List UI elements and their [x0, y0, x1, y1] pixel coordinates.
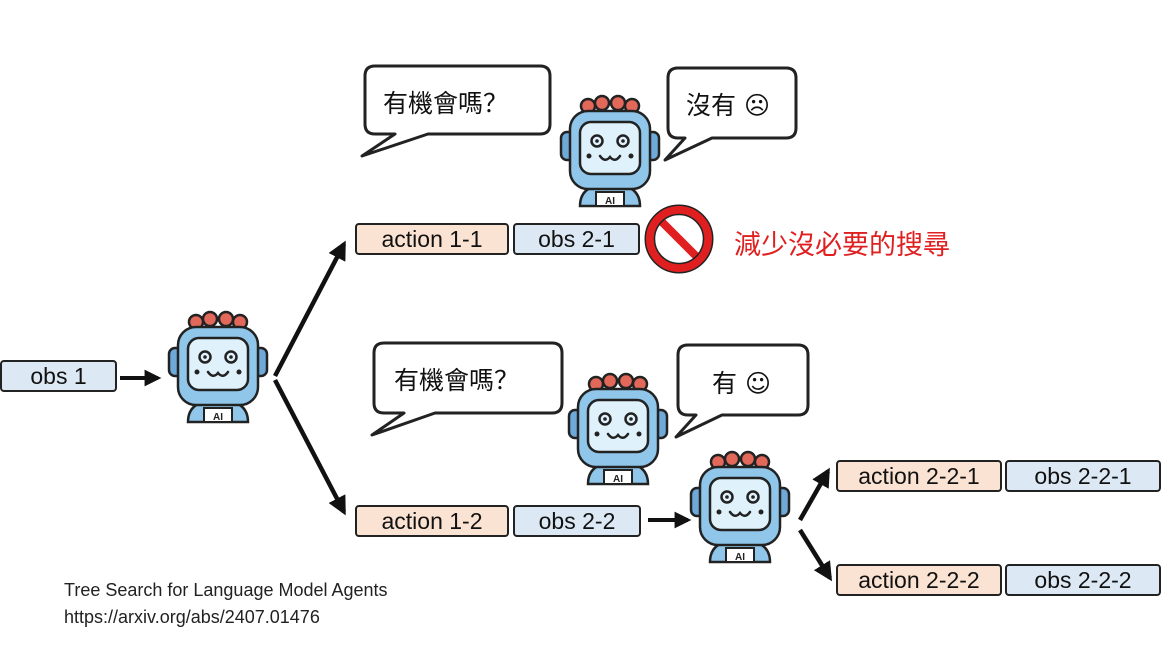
node-action-1-1: action 1-1 — [355, 223, 509, 255]
speech-bubble-bottom-answer — [674, 343, 810, 439]
bubble-text-bottom-answer: 有 ☺ — [712, 369, 772, 398]
robot-icon: AI — [167, 310, 269, 424]
bubble-text-bottom-question: 有機會嗎？ — [394, 366, 520, 395]
node-action-1-2: action 1-2 — [355, 505, 509, 537]
robot-badge: AI — [613, 474, 623, 485]
robot-badge: AI — [605, 196, 615, 207]
arrow-to-action-2-2-2 — [798, 528, 833, 582]
robot-icon: AI — [559, 94, 661, 208]
node-obs-2-2-1: obs 2-2-1 — [1005, 460, 1161, 492]
robot-badge: AI — [735, 552, 745, 563]
speech-bubble-top-answer — [663, 66, 798, 162]
robot-icon: AI — [689, 450, 791, 564]
arrows — [120, 240, 833, 582]
reference-url[interactable]: https://arxiv.org/abs/2407.01476 — [64, 607, 320, 627]
reference-title: Tree Search for Language Model Agents — [64, 580, 388, 600]
bubble-text-top-answer: 沒有 ☹ — [686, 91, 771, 120]
node-obs-1: obs 1 — [0, 360, 117, 392]
arrow-to-action-2-2-1 — [798, 467, 830, 522]
speech-bubble-top-question — [360, 64, 552, 158]
node-action-2-2-1: action 2-2-1 — [836, 460, 1002, 492]
speech-bubble-bottom-question — [370, 341, 564, 437]
node-obs-2-2: obs 2-2 — [513, 505, 641, 537]
node-action-2-2-2: action 2-2-2 — [836, 564, 1002, 596]
bubble-text-top-question: 有機會嗎？ — [383, 89, 509, 118]
prohibited-icon — [644, 204, 714, 274]
robot-badge: AI — [213, 412, 223, 423]
arrow-to-action-1-2 — [273, 378, 346, 516]
annotation-reduce-search: 減少沒必要的搜尋 — [734, 230, 950, 261]
node-obs-2-2-2: obs 2-2-2 — [1005, 564, 1161, 596]
arrow-to-action-1-1 — [273, 240, 346, 378]
robot-icon: AI — [567, 372, 669, 486]
node-obs-2-1: obs 2-1 — [513, 223, 640, 255]
